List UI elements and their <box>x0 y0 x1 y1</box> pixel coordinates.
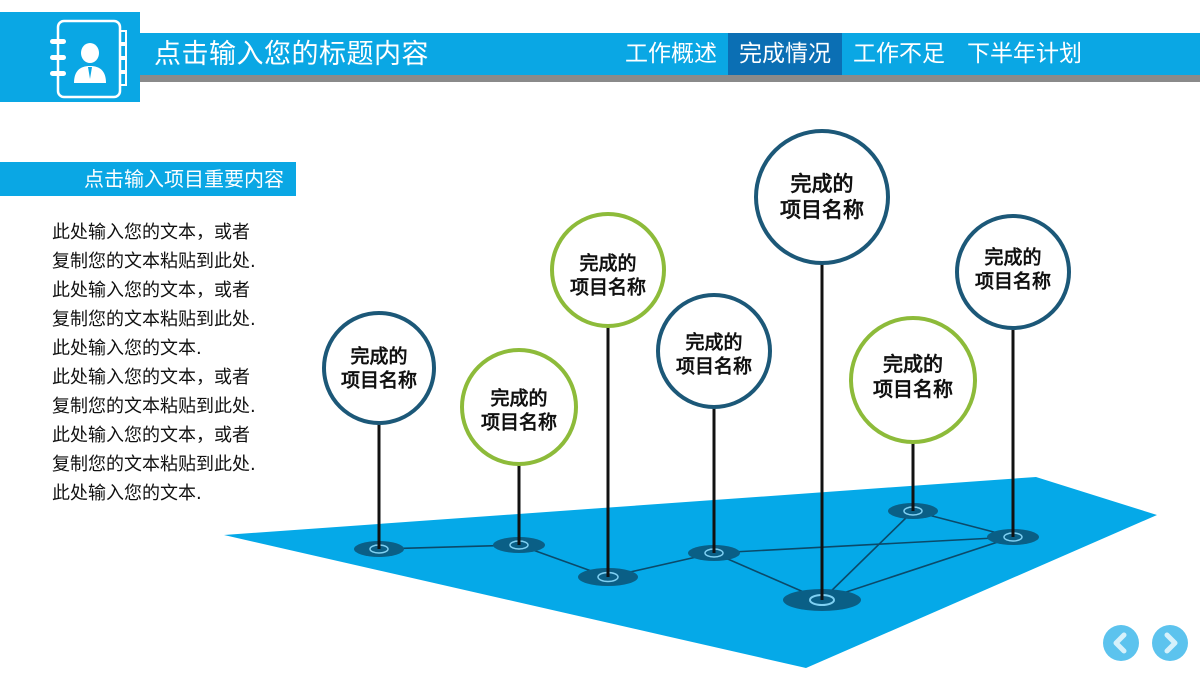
header-shadow-divider <box>140 75 1200 82</box>
tab-second-half-plan[interactable]: 下半年计划 <box>967 41 1082 67</box>
body-paragraph: 此处输入您的文本，或者 复制您的文本粘贴到此处. 此处输入您的文本，或者 复制您… <box>52 218 302 508</box>
header-bar <box>140 33 1200 75</box>
tab-completion-status[interactable]: 完成情况 <box>728 33 842 75</box>
pins <box>377 263 1015 600</box>
bubble-label-6: 完成的项目名称 <box>873 352 953 401</box>
bubble-7 <box>955 214 1071 330</box>
bubble-1 <box>322 311 436 425</box>
address-book-person-icon <box>50 19 127 99</box>
bubble-label-1: 完成的项目名称 <box>340 345 418 391</box>
chevron-left-icon <box>1113 632 1127 654</box>
text-line: 此处输入您的文本，或者 <box>52 425 250 446</box>
bubble-label-7: 完成的项目名称 <box>974 246 1052 292</box>
bubble-label-4: 完成的项目名称 <box>675 331 753 377</box>
bubble-label-5: 完成的项目名称 <box>780 171 864 222</box>
bubbles <box>322 129 1071 466</box>
text-line: 复制您的文本粘贴到此处. <box>52 309 256 330</box>
text-line: 复制您的文本粘贴到此处. <box>52 454 256 475</box>
bubble-2 <box>460 348 578 466</box>
logo-box <box>0 12 140 102</box>
section-heading: 点击输入项目重要内容 <box>0 162 296 196</box>
tab-bar: 工作概述 完成情况 工作不足 下半年计划 <box>614 33 1093 75</box>
bubble-4 <box>656 293 772 409</box>
bubble-label-3: 完成的项目名称 <box>569 252 647 298</box>
text-line: 复制您的文本粘贴到此处. <box>52 396 256 417</box>
page-title: 点击输入您的标题内容 <box>154 39 429 70</box>
next-slide-button[interactable] <box>1152 625 1188 661</box>
text-line: 此处输入您的文本，或者 <box>52 222 250 243</box>
perspective-plane <box>224 477 1157 668</box>
bubble-3 <box>550 212 666 328</box>
text-line: 此处输入您的文本. <box>52 338 202 359</box>
text-line: 此处输入您的文本. <box>52 483 202 504</box>
bubble-6 <box>849 316 977 444</box>
text-line: 此处输入您的文本，或者 <box>52 280 250 301</box>
prev-slide-button[interactable] <box>1103 625 1139 661</box>
chevron-right-icon <box>1164 632 1178 654</box>
tab-shortcomings[interactable]: 工作不足 <box>853 41 945 67</box>
bubble-5 <box>754 129 890 265</box>
bubble-label-2: 完成的项目名称 <box>480 387 558 433</box>
text-line: 此处输入您的文本，或者 <box>52 367 250 388</box>
tab-work-overview[interactable]: 工作概述 <box>625 41 717 67</box>
text-line: 复制您的文本粘贴到此处. <box>52 251 256 272</box>
